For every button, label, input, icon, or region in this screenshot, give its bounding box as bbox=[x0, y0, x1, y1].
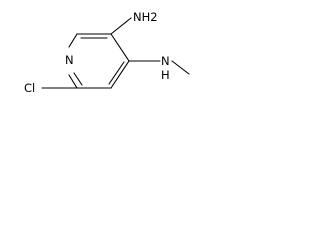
atom-label-nh: N bbox=[161, 54, 170, 68]
bond-c4-c5-double bbox=[108, 61, 125, 85]
bond-c3-c4 bbox=[110, 33, 130, 62]
bond-c6-ring-n-double bbox=[73, 72, 83, 86]
bond-c6-ring-n bbox=[68, 74, 78, 89]
bond-ring-n-c2 bbox=[68, 33, 78, 48]
bond-c4-c5 bbox=[110, 60, 130, 89]
molecule-structure: NH2 N Cl N H bbox=[24, 10, 190, 95]
atom-label-nh-h: H bbox=[161, 68, 170, 82]
bond-nh-methyl bbox=[171, 60, 190, 75]
atom-label-nh2: NH2 bbox=[133, 10, 158, 24]
atom-label-cl: Cl bbox=[24, 81, 35, 95]
atom-label-ring-n: N bbox=[65, 53, 74, 67]
bond-c3-nh2 bbox=[110, 17, 132, 35]
